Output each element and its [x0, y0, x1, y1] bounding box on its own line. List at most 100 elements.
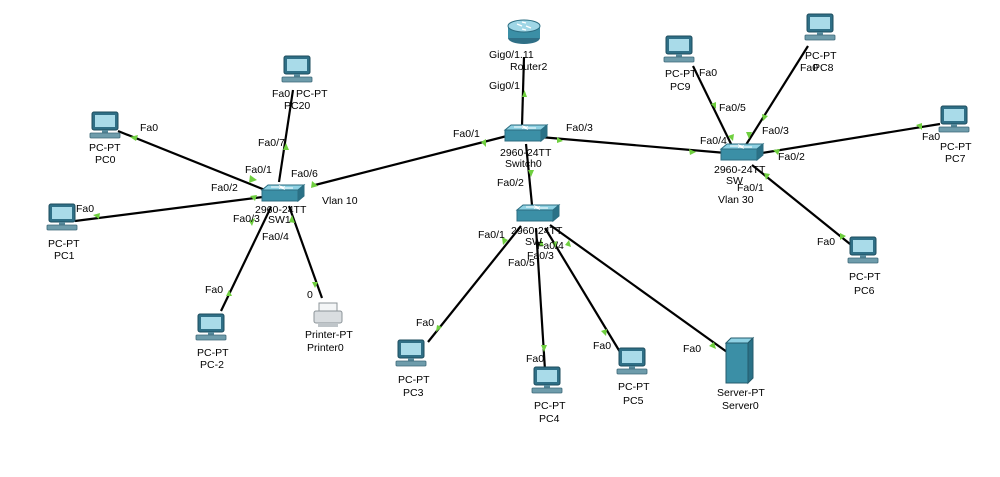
switch0-name: Switch0 [505, 158, 542, 170]
pc-icon [804, 13, 836, 41]
switch0-port-fa01: Fa0/1 [453, 128, 480, 140]
link-swmid-server[interactable] [549, 224, 728, 353]
sw1-type: 2960-24TT [255, 204, 307, 216]
swright-port-fa03: Fa0/3 [762, 125, 789, 137]
switch-icon [516, 204, 560, 222]
swmid-port-fa03: Fa0/3 [527, 250, 554, 262]
swright-port-fa04: Fa0/4 [700, 135, 727, 147]
printer0-type: Printer-PT [305, 329, 353, 341]
link-sw1-pc20[interactable] [277, 89, 295, 183]
router-name: Router2 [510, 61, 548, 73]
printer0-port: 0 [307, 289, 313, 301]
pc8-port: Fa0 [800, 62, 818, 74]
pc3-type: PC-PT [398, 374, 430, 386]
pc9-name: PC9 [670, 81, 691, 93]
pc0-name: PC0 [95, 154, 116, 166]
pc9-type: PC-PT [665, 68, 697, 80]
pc6-name: PC6 [854, 285, 875, 297]
pc9-node[interactable]: PC-PT PC9 Fa0 [663, 35, 717, 93]
switch0-type: 2960-24TT [500, 147, 552, 159]
router-icon [507, 19, 541, 45]
server0-node[interactable]: Server-PT Server0 Fa0 [683, 337, 765, 412]
pc2-type: PC-PT [197, 347, 229, 359]
pc0-type: PC-PT [89, 142, 121, 154]
router2-node[interactable]: Gig0/1.11 Router2 Gig0/1 [489, 19, 548, 92]
pc8-node[interactable]: PC-PT PC8 Fa0 [800, 13, 837, 74]
pc9-port: Fa0 [699, 67, 717, 79]
pc-icon [395, 339, 427, 367]
swright-port-fa01: Fa0/1 [737, 182, 764, 194]
swmid-port-fa05: Fa0/5 [508, 257, 535, 269]
link-swright-pc6[interactable] [751, 164, 851, 245]
pc6-type: PC-PT [849, 271, 881, 283]
pc2-name: PC-2 [200, 359, 224, 371]
link-sw1-pc0[interactable] [117, 129, 271, 194]
link-swright-pc9[interactable] [692, 65, 734, 149]
swright-node[interactable]: 2960-24TT SW Fa0/5 Fa0/4 Fa0/3 Fa0/2 Fa0… [700, 102, 805, 206]
pc7-port: Fa0 [922, 131, 940, 143]
link-sw1-printer[interactable] [287, 205, 324, 299]
pc20-port: Fa0 [272, 88, 290, 100]
server-icon [725, 337, 754, 384]
swright-name: SW [726, 175, 743, 187]
pc-icon [281, 55, 313, 83]
link-swright-pc8[interactable] [743, 45, 809, 149]
vlan-30-label: Vlan 30 [718, 194, 754, 206]
pc-icon [46, 203, 78, 231]
switch0-port-fa02: Fa0/2 [497, 177, 524, 189]
pc1-type: PC-PT [48, 238, 80, 250]
pc20-name: PC20 [284, 100, 310, 112]
pc6-port: Fa0 [817, 236, 835, 248]
link-switch0-swmid[interactable] [524, 143, 534, 206]
sw1-name: SW1 [268, 214, 291, 226]
pc5-port: Fa0 [593, 340, 611, 352]
pc8-name: PC8 [813, 62, 834, 74]
link-sw1-pc1[interactable] [74, 195, 264, 223]
pc1-name: PC1 [54, 250, 75, 262]
link-swmid-pc3[interactable] [427, 225, 522, 343]
pc0-port: Fa0 [140, 122, 158, 134]
router-port-gig011: Gig0/1.11 [489, 49, 534, 61]
pc0-node[interactable]: PC-PT PC0 Fa0 [89, 111, 158, 166]
pc3-name: PC3 [403, 387, 424, 399]
pc-icon [531, 366, 563, 394]
server0-name: Server0 [722, 400, 759, 412]
printer-icon [313, 302, 343, 328]
printer0-node[interactable]: Printer-PT Printer0 0 [305, 289, 353, 354]
link-swmid-pc5[interactable] [544, 227, 621, 353]
pc1-node[interactable]: PC-PT PC1 Fa0 [46, 203, 94, 262]
port-indicators [93, 90, 922, 352]
pc20-node[interactable]: Fa0 PC-PT PC20 [272, 55, 328, 112]
pc4-node[interactable]: PC-PT PC4 Fa0 [526, 353, 566, 425]
sw1-node[interactable]: 2960-24TT SW1 Fa0/1 Fa0/2 Fa0/3 Fa0/4 Fa… [211, 137, 358, 243]
sw1-port-fa01: Fa0/1 [245, 164, 272, 176]
pc-icon [663, 35, 695, 63]
router-port-gig01: Gig0/1 [489, 80, 520, 92]
swmid-node[interactable]: 2960-24TT SW Fa0/1 Fa0/4 Fa0/5 Fa0/3 [478, 204, 564, 269]
sw1-port-fa03: Fa0/3 [233, 213, 260, 225]
pc7-node[interactable]: PC-PT PC7 Fa0 [922, 105, 972, 165]
pc3-port: Fa0 [416, 317, 434, 329]
pc7-name: PC7 [945, 153, 966, 165]
pc1-port: Fa0 [76, 203, 94, 215]
pc-icon [938, 105, 970, 133]
link-swright-pc7[interactable] [749, 122, 941, 157]
link-switch0-swright[interactable] [539, 135, 727, 155]
pc4-port: Fa0 [526, 353, 544, 365]
link-router-switch0[interactable] [520, 56, 526, 127]
switch0-port-fa03: Fa0/3 [566, 122, 593, 134]
pc5-name: PC5 [623, 395, 644, 407]
pc3-node[interactable]: PC-PT PC3 Fa0 [395, 317, 434, 399]
sw1-port-fa02: Fa0/2 [211, 182, 238, 194]
pc2-node[interactable]: PC-PT PC-2 Fa0 [195, 284, 229, 371]
swmid-type: 2960-24TT [511, 225, 563, 237]
link-switch0-sw1[interactable] [314, 134, 508, 187]
pc-icon [89, 111, 121, 139]
pc20-type: PC-PT [296, 88, 328, 100]
switch0-node[interactable]: 2960-24TT Switch0 Fa0/1 Fa0/3 Fa0/2 [453, 122, 593, 189]
sw1-port-fa04: Fa0/4 [262, 231, 289, 243]
pc4-name: PC4 [539, 413, 560, 425]
pc6-node[interactable]: PC-PT PC6 Fa0 [817, 236, 881, 297]
pc5-node[interactable]: PC-PT PC5 Fa0 [593, 340, 650, 407]
